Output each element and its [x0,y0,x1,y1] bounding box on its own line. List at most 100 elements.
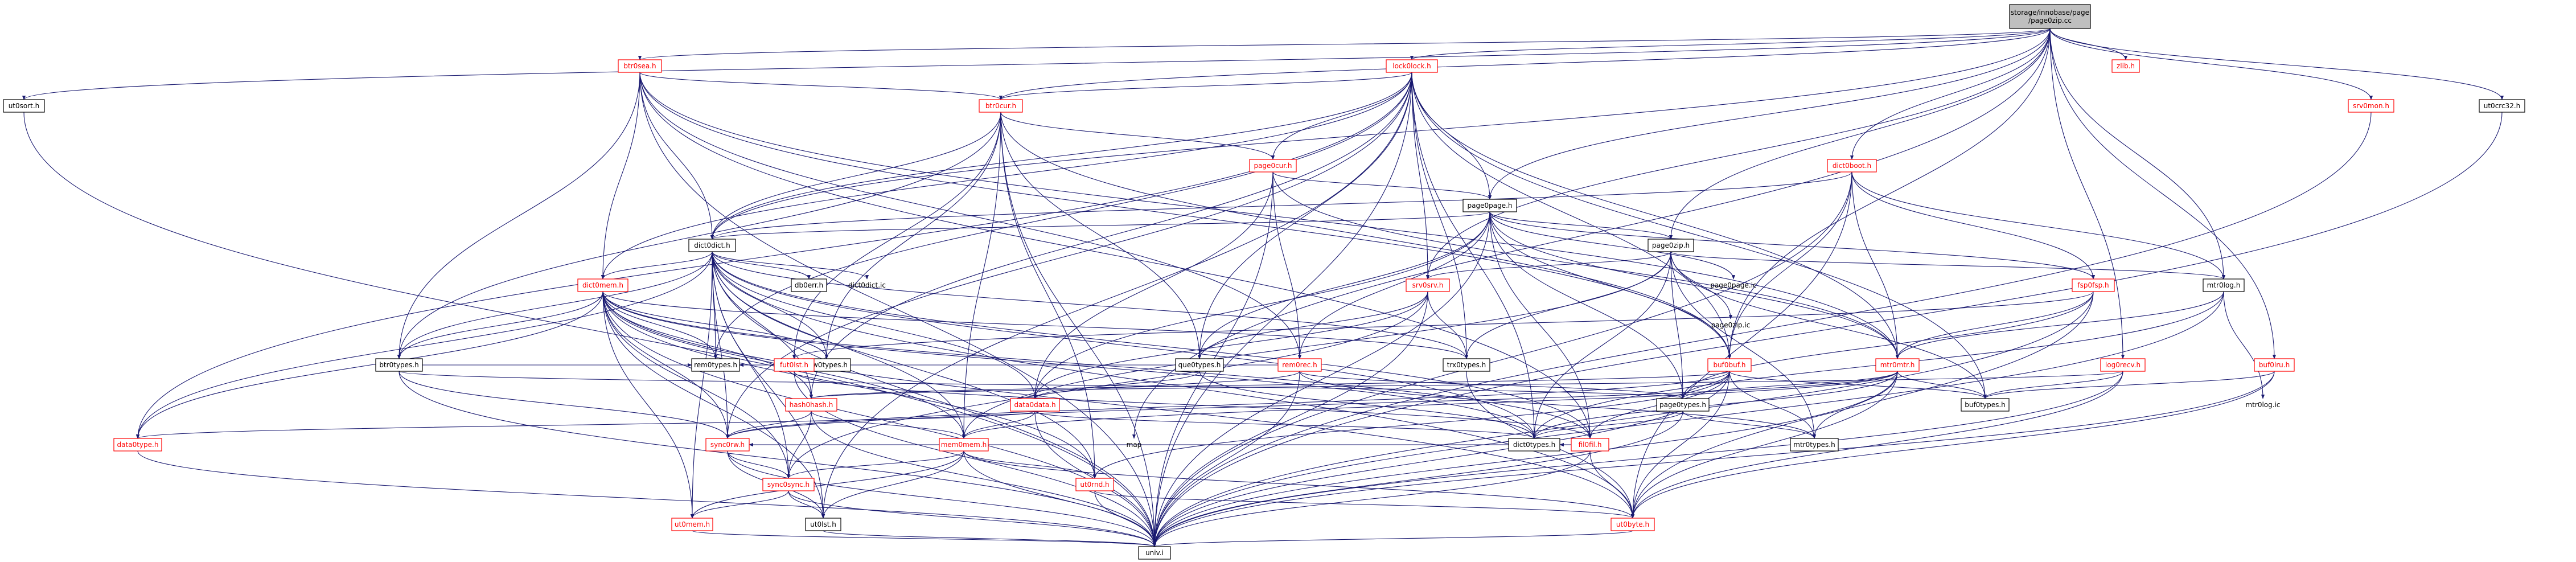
node-ut0byte[interactable]: ut0byte.h [1610,518,1655,531]
node-buf0types-label: buf0types.h [1965,401,2006,409]
node-mtr0types-label: mtr0types.h [1793,441,1835,449]
node-trx0types[interactable]: trx0types.h [1443,358,1490,372]
edge-page0zip-to-mem0mem [962,251,1671,439]
edge-dict0dict-to-sync0rw [712,251,730,439]
node-dict0dict[interactable]: dict0dict.h [688,239,736,252]
edge-page0zip-to-mtr0log [1670,251,2225,280]
node-sync0rw[interactable]: sync0rw.h [705,438,750,452]
node-lock0lock[interactable]: lock0lock.h [1386,59,1438,73]
node-page0zip[interactable]: page0zip.h [1648,239,1694,252]
node-mtr0logic: mtr0log.ic [2245,401,2280,409]
node-fut0lst[interactable]: fut0lst.h [774,358,815,372]
edge-dict0boot-to-fsp0fsp [1851,171,2096,280]
edge-buf0buf-to-ut0rnd [1093,371,1730,479]
node-mtr0types[interactable]: mtr0types.h [1790,438,1839,452]
node-zlib[interactable]: zlib.h [2111,59,2140,73]
node-ut0sort[interactable]: ut0sort.h [3,99,45,113]
edge-log0recv-to-hash0hash [810,371,2123,399]
node-mtr0logic-label: mtr0log.ic [2245,401,2280,409]
edge-ut0rnd-to-univ [1094,490,1157,547]
node-dict0dict-label: dict0dict.h [694,241,730,249]
edge-btr0cur-to-ut0rnd [1000,112,1097,479]
edge-lock0lock-to-univ [1152,72,1412,547]
node-ut0rnd[interactable]: ut0rnd.h [1075,478,1114,491]
node-dict0boot-label: dict0boot.h [1833,162,1871,170]
edge-mtr0log-to-mtr0mtr [1895,291,2224,359]
node-sync0sync[interactable]: sync0sync.h [762,478,815,491]
node-buf0types[interactable]: buf0types.h [1961,398,2010,412]
node-fil0fil[interactable]: fil0fil.h [1571,438,1609,452]
node-buf0lru[interactable]: buf0lru.h [2254,358,2295,372]
node-ut0sort-label: ut0sort.h [9,102,40,110]
edge-srv0srv-to-data0data [1033,291,1428,399]
node-log0recv[interactable]: log0recv.h [2100,358,2146,372]
node-rem0types[interactable]: rem0types.h [691,358,740,372]
node-mem0mem-label: mem0mem.h [941,441,987,449]
edge-mtr0mtr-to-ut0byte [1630,371,1898,519]
node-buf0buf[interactable]: buf0buf.h [1707,358,1752,372]
edge-ut0sort-to-univ [23,112,1157,547]
edge-mtr0mtr-to-sync0rw [726,371,1898,439]
node-btr0cur[interactable]: btr0cur.h [979,99,1023,113]
node-que0types[interactable]: que0types.h [1175,358,1224,372]
edge-rem0rec-to-mtr0types [1299,371,1816,439]
edge-page0page-to-mtr0mtr [1489,211,1900,359]
node-mtr0mtr[interactable]: mtr0mtr.h [1875,358,1920,372]
node-row0types[interactable]: row0types.h [802,358,851,372]
edge-root-to-buf0buf [1727,28,2051,359]
node-dict0boot[interactable]: dict0boot.h [1827,159,1877,173]
node-dict0types-label: dict0types.h [1513,441,1555,449]
edge-btr0cur-to-btr0types [397,112,1001,359]
edge-dict0dict-to-db0err [712,251,811,280]
node-page0cur[interactable]: page0cur.h [1249,159,1297,173]
edge-root-to-dict0dict [710,28,2051,240]
edge-root-to-btr0cur [999,28,2051,100]
edge-btr0cur-to-que0types [1000,112,1202,359]
edge-page0cur-to-rem0rec [1272,171,1302,359]
node-data0data[interactable]: data0data.h [1010,398,1060,412]
node-data0type[interactable]: data0type.h [113,438,162,452]
node-page0types[interactable]: page0types.h [1656,398,1710,412]
node-hash0hash[interactable]: hash0hash.h [785,398,837,412]
edge-fsp0fsp-to-mtr0mtr [1895,291,2094,359]
edge-buf0lru-to-buf0types [1983,371,2275,399]
edge-dict0boot-to-buf0buf [1727,171,1852,359]
edge-root-to-page0page [1488,28,2051,200]
node-btr0sea[interactable]: btr0sea.h [618,59,662,73]
node-dict0types[interactable]: dict0types.h [1508,438,1560,452]
node-btr0cur-label: btr0cur.h [985,102,1016,110]
edge-dict0dict-to-trx0types [712,251,1468,359]
node-root[interactable]: storage/innobase/page/page0zip.cc [2009,4,2091,29]
node-srv0mon[interactable]: srv0mon.h [2348,99,2394,113]
node-page0page[interactable]: page0page.h [1462,199,1517,212]
node-btr0types[interactable]: btr0types.h [375,358,423,372]
node-dict0mem[interactable]: dict0mem.h [577,278,628,292]
node-ut0mem[interactable]: ut0mem.h [671,518,713,531]
node-srv0srv[interactable]: srv0srv.h [1406,278,1450,292]
edge-lock0lock-to-dict0types [1411,72,1536,439]
node-db0err[interactable]: db0err.h [791,278,827,292]
edge-btr0sea-to-buf0buf [639,72,1732,359]
edge-page0page-to-data0data [1033,211,1490,399]
node-ut0lst[interactable]: ut0lst.h [805,518,841,531]
edge-buf0buf-to-buf0types [1729,371,1987,399]
edge-root-to-page0zip [1669,28,2051,240]
edge-page0page-to-page0pageic [1489,211,1736,280]
node-fil0fil-label: fil0fil.h [1579,441,1602,449]
edge-page0page-to-buf0buf [1489,211,1732,359]
edge-data0type-to-univ [137,450,1156,547]
edge-lock0lock-to-sync0rw [725,72,1412,439]
edge-fil0fil-to-ut0byte [1589,450,1635,519]
edge-dict0dict-to-dict0mem [601,251,713,280]
edge-lock0lock-to-mtr0mtr [1411,72,1900,359]
node-rem0rec[interactable]: rem0rec.h [1277,358,1322,372]
node-fsp0fsp[interactable]: fsp0fsp.h [2072,278,2115,292]
edge-root-to-map [1132,28,2051,439]
node-univ[interactable]: univ.i [1138,546,1171,560]
node-mtr0log[interactable]: mtr0log.h [2203,278,2245,292]
node-ut0crc32[interactable]: ut0crc32.h [2479,99,2525,113]
node-mem0mem[interactable]: mem0mem.h [939,438,989,452]
edge-mtr0mtr-to-mtr0types [1812,371,1898,439]
edge-lock0lock-to-data0type [135,72,1412,439]
edge-ut0crc32-to-univ [1152,112,2503,547]
